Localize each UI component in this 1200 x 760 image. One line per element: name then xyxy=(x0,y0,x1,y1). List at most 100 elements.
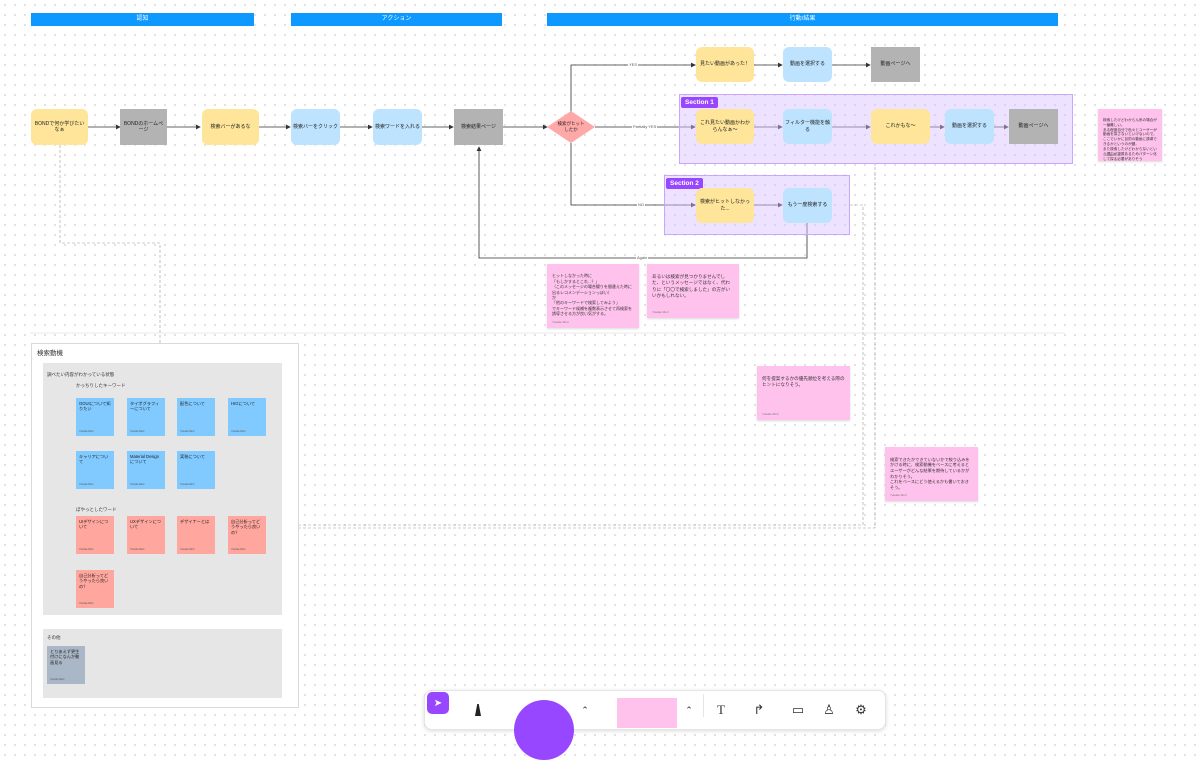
pencil-icon xyxy=(475,700,481,716)
note-author: Yusuke Mori xyxy=(130,547,145,551)
note-author: Yusuke Mori xyxy=(180,482,195,486)
group-other-label: その他 xyxy=(47,635,61,640)
widget-tool-icon[interactable]: ⚙ xyxy=(855,702,867,717)
note-keyword[interactable]: OOUIについて知りたい Yusuke Mori xyxy=(76,398,114,436)
node-use-filter[interactable]: フィルター機能を触る xyxy=(783,109,832,144)
note-author: Yusuke Mori xyxy=(79,547,94,551)
node-decision[interactable]: 検索がヒットしたか xyxy=(547,111,595,143)
sticky-text: ヒットしなかった時に 「もしかするとこれ...？」 （このメッセージの場合綴りを… xyxy=(552,273,632,317)
node-maybe-this[interactable]: これかもな〜 xyxy=(871,109,930,144)
note-author: Yusuke Mori xyxy=(79,482,94,486)
note-text: デザイナーとは xyxy=(180,519,210,524)
subgroup-precise-keywords-label: かっちりしたキーワード xyxy=(76,383,126,388)
note-author: Yusuke Mori xyxy=(79,601,94,605)
pen-tool-icon[interactable] xyxy=(466,696,490,720)
note-text: とりあえず更生付けになんか動画見る xyxy=(50,649,80,665)
note-text: 自己分析ってどうやったら良いの？ xyxy=(231,519,261,535)
note-vague-word[interactable]: 自己分析ってどうやったら良いの？ Yusuke Mori xyxy=(228,516,266,554)
node-click-search[interactable]: 検索バーをクリック xyxy=(291,109,340,145)
note-text: UIデザインについて xyxy=(79,519,109,530)
note-author: Yusuke Mori xyxy=(130,429,145,433)
note-text: 実装について xyxy=(180,454,205,459)
move-tool-icon[interactable]: ➤ xyxy=(427,692,449,714)
sticky-note-right[interactable]: 検索したけどわからん系の場合が一番難しい。 ある程度自分で色々とユーザーが動画を… xyxy=(1098,109,1162,161)
node-start[interactable]: BONDで何か学びたいなぁ xyxy=(31,109,88,145)
node-video-page-2[interactable]: 動画ページへ xyxy=(1009,109,1058,144)
node-found-video[interactable]: 見たい動画があった！ xyxy=(696,47,754,82)
note-keyword[interactable]: キャリアについて Yusuke Mori xyxy=(76,451,114,489)
sticky-tool-icon[interactable] xyxy=(617,698,677,728)
lane-header-judgment: 行動/結果 xyxy=(547,13,1058,26)
note-other[interactable]: とりあえず更生付けになんか動画見る Yusuke Mori xyxy=(47,646,85,684)
sticky-author: Yusuke Mori xyxy=(1103,152,1120,157)
note-text: 配色について xyxy=(180,401,205,406)
sticky-text: あるいは検索が見つかりませんでした、というメッセージではなく、代わりに「〇〇で検… xyxy=(652,274,731,298)
note-author: Yusuke Mori xyxy=(130,482,145,486)
note-text: タイポグラフィーについて xyxy=(130,401,160,412)
sticky-author: Yusuke Mori xyxy=(890,492,907,497)
sticky-text: 何を提案するかの優先順位を考える際のヒントになりそう。 xyxy=(762,376,845,388)
sticky-author: Yusuke Mori xyxy=(552,319,569,324)
note-keyword[interactable]: HIGについて Yusuke Mori xyxy=(228,398,266,436)
chevron-up-icon[interactable]: ⌃ xyxy=(581,704,589,715)
note-text: HIGについて xyxy=(231,401,256,406)
edge-label-yes: YES xyxy=(628,62,639,67)
node-decision-label: 検索がヒットしたか xyxy=(557,121,585,132)
note-author: Yusuke Mori xyxy=(79,429,94,433)
node-no-hit[interactable]: 検索がヒットしなかった... xyxy=(696,188,754,223)
note-keyword[interactable]: Material Designについて Yusuke Mori xyxy=(127,451,165,489)
connector-tool-icon[interactable]: ↱ xyxy=(753,702,765,717)
node-video-page-1[interactable]: 動画ページへ xyxy=(871,47,920,82)
node-select-video-2[interactable]: 動画を選択する xyxy=(945,109,994,144)
sticky-author: Yusuke Mori xyxy=(762,411,779,416)
node-find-search[interactable]: 検索バーがあるな xyxy=(202,109,259,145)
edge-label-no: NO xyxy=(637,202,645,207)
section-1-label: Section 1 xyxy=(681,97,718,108)
note-vague-word[interactable]: 自己分析ってどうやったら良いの？ Yusuke Mori xyxy=(76,570,114,608)
note-text: UXデザインについて xyxy=(130,519,161,530)
note-author: Yusuke Mori xyxy=(180,429,195,433)
shape-tool-icon[interactable] xyxy=(514,700,574,760)
sticky-note-hint[interactable]: 何を提案するかの優先順位を考える際のヒントになりそう。 Yusuke Mori xyxy=(757,366,850,420)
sticky-text: 検索したけどわからん系の場合が一番難しい。 ある程度自分で色々とユーザーが動画を… xyxy=(1103,117,1157,161)
lane-header-action: アクション xyxy=(291,13,502,26)
node-results-page[interactable]: 検索結果ページ xyxy=(454,109,503,145)
text-tool-icon[interactable]: T xyxy=(717,702,725,717)
chevron-up-icon[interactable]: ⌃ xyxy=(685,704,693,715)
note-text: 自己分析ってどうやったら良いの？ xyxy=(79,573,109,589)
node-bond-home[interactable]: BONDのホームページ xyxy=(120,109,167,145)
section-2-label: Section 2 xyxy=(666,178,703,189)
note-vague-word[interactable]: デザイナーとは Yusuke Mori xyxy=(177,516,215,554)
note-keyword[interactable]: タイポグラフィーについて Yusuke Mori xyxy=(127,398,165,436)
note-text: キャリアについて xyxy=(79,454,109,465)
node-unclear[interactable]: これ見たい動画かわからんなぁ〜 xyxy=(696,109,754,144)
section-tool-icon[interactable]: ▭ xyxy=(791,702,805,717)
note-keyword[interactable]: 実装について Yusuke Mori xyxy=(177,451,215,489)
node-select-video-1[interactable]: 動画を選択する xyxy=(783,47,832,82)
note-text: Material Designについて xyxy=(130,454,160,465)
note-text: OOUIについて知りたい xyxy=(79,401,111,412)
sticky-text: 検索できたかできていないかで絞り込みをかける時に、検索動機をベースに考えるとユー… xyxy=(890,456,970,491)
sticky-note-mid[interactable]: あるいは検索が見つかりませんでした、というメッセージではなく、代わりに「〇〇で検… xyxy=(647,264,739,318)
note-keyword[interactable]: 配色について Yusuke Mori xyxy=(177,398,215,436)
group-known-content-label: 調べたい内容がわかっている状態 xyxy=(47,372,115,377)
note-author: Yusuke Mori xyxy=(231,547,246,551)
note-author: Yusuke Mori xyxy=(50,677,65,681)
edge-label-partial: Partially YES xyxy=(632,124,658,129)
note-vague-word[interactable]: UIデザインについて Yusuke Mori xyxy=(76,516,114,554)
subgroup-vague-words-label: ぼやっとしたワード xyxy=(76,507,117,512)
sticky-author: Yusuke Mori xyxy=(652,309,669,314)
frame-title: 検索動機 xyxy=(37,350,63,357)
node-enter-word[interactable]: 検索ワードを入れる xyxy=(373,109,422,145)
node-search-again[interactable]: もう一度検索する xyxy=(783,188,832,223)
note-vague-word[interactable]: UXデザインについて Yusuke Mori xyxy=(127,516,165,554)
note-author: Yusuke Mori xyxy=(231,429,246,433)
lane-header-recognition: 認知 xyxy=(31,13,254,26)
note-author: Yusuke Mori xyxy=(180,547,195,551)
stamp-tool-icon[interactable]: ♙ xyxy=(823,702,835,717)
diamond-shape xyxy=(547,111,595,143)
edge-label-again: Again xyxy=(636,255,649,260)
sticky-note-left[interactable]: ヒットしなかった時に 「もしかするとこれ...？」 （このメッセージの場合綴りを… xyxy=(547,264,639,328)
toolbar-divider xyxy=(703,694,704,717)
sticky-note-bottom[interactable]: 検索できたかできていないかで絞り込みをかける時に、検索動機をベースに考えるとユー… xyxy=(885,447,978,501)
